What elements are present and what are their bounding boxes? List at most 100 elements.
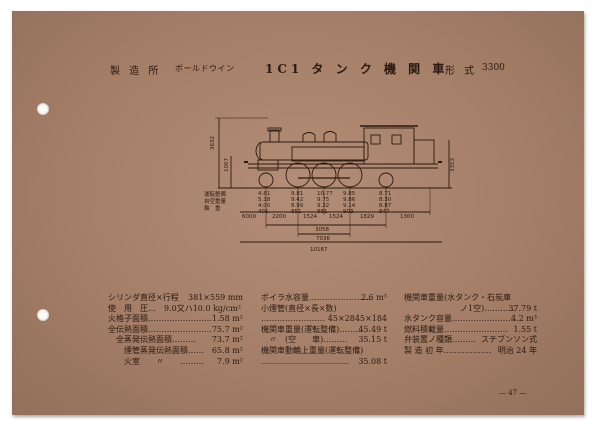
- spec-label: 水タンク容量……………………: [404, 314, 516, 324]
- dim-text: 1300: [400, 214, 414, 220]
- spec-row: シリンダ直径×行程 381×559 mm: [108, 293, 243, 304]
- spec-row: 製 造 初 年……………… 明治 24 年: [404, 346, 537, 357]
- spec-value: 65.8 m²: [211, 345, 243, 355]
- spec-row: 全伝熱面積……………………75.7 m²: [108, 325, 243, 336]
- spec-row: 小煙管(直径×長×数): [261, 304, 387, 315]
- locomotive-drawing: 3632 1067 3353 運転整備 自空重量 軸 重 4.81 5.18 4…: [204, 117, 456, 253]
- driving-wheel-3: [337, 162, 363, 188]
- spec-row: ノ1空)…………37.79 t: [404, 304, 537, 315]
- spec-label: ……………………: [261, 314, 325, 324]
- spec-label: 煙管蒸発伝熱面積……: [108, 345, 204, 355]
- wheel-label: 10.77: [317, 191, 333, 197]
- spec-label: 燃料積載量……………………: [404, 324, 508, 334]
- spec-label: 全伝熱面積……………………: [108, 324, 212, 334]
- spec-row: 火室 〃 ………7.9 m²: [108, 357, 243, 368]
- spec-value: 1.58 m²: [211, 314, 243, 324]
- spec-row: 煙管蒸発伝熱面積…… 65.8 m²: [108, 346, 243, 357]
- spec-label: 機関車重量(運転整備)………: [261, 324, 364, 334]
- height-total-text: 3632: [210, 136, 216, 150]
- spec-value: 381×559 mm: [188, 293, 243, 302]
- dim-text: 1524: [329, 214, 343, 220]
- spec-value: 75.7 m²: [211, 324, 243, 334]
- spec-label: 火格子面積……………………: [108, 314, 212, 324]
- spec-row: 水タンク容量……………………4.2 m³: [404, 314, 537, 325]
- trailing-wheel: [378, 172, 394, 188]
- wheel-label: 851: [291, 209, 302, 215]
- height-rail-text: 1067: [224, 158, 230, 172]
- wheel-label: 401: [258, 209, 269, 215]
- wheel-label: 847: [379, 209, 390, 215]
- coal-bunker: [413, 139, 435, 165]
- spec-row: ボイラ水容量……………………2.6 m³: [261, 293, 387, 304]
- wheel-label: 9.14: [343, 203, 356, 209]
- wheel-label: 881: [317, 209, 328, 215]
- maker-label: 製 造 所: [110, 66, 162, 77]
- spec-value: 35.08 t: [358, 356, 387, 366]
- spec-row: 全蒸発伝熱面積……… 73.7 m²: [108, 335, 243, 346]
- spec-row: 使 用 圧… 9.0又ハ10.0 kg/cm²: [108, 304, 243, 315]
- chimney: [269, 129, 280, 143]
- wheel-label: 9.75: [317, 197, 330, 203]
- spec-row: 機関車重量(水タンク・石炭庫: [404, 293, 537, 304]
- dim-wheelbase-text: 7036: [316, 236, 330, 242]
- left-note-1: 運転整備: [204, 190, 227, 198]
- spec-value: 45×2845×184: [327, 314, 387, 324]
- form-label: 形 式: [445, 66, 478, 77]
- spec-value: 37.79 t: [508, 303, 537, 313]
- spec-value: 4.2 m³: [510, 314, 537, 324]
- dim-text: 2200: [272, 214, 286, 220]
- dim-text: 1829: [360, 214, 374, 220]
- cylinder: [257, 159, 279, 171]
- form-value: 3300: [482, 63, 505, 73]
- spec-value: 73.7 m²: [211, 335, 243, 345]
- punch-hole-top: [37, 103, 49, 115]
- wheel-label: 8.99: [291, 203, 304, 209]
- spec-value: 2.6 m³: [360, 293, 387, 302]
- side-tank: [291, 146, 365, 162]
- wheel-label: 5.18: [258, 197, 271, 203]
- spec-row: 機関車動輪上重量(運転整備): [261, 346, 387, 357]
- wheel-label: 4.81: [258, 191, 270, 197]
- driving-wheel-1: [285, 162, 311, 188]
- wheel-label: 9.42: [291, 197, 303, 203]
- wheel-label: 9.85: [343, 191, 356, 197]
- spec-value: 45.49 t: [358, 324, 387, 334]
- spec-label: 〃 (空 車)………: [261, 335, 348, 345]
- page-title: 1C1 タ ン ク 機 関 車: [265, 62, 449, 76]
- smokebox: [255, 141, 261, 161]
- spec-row: 機関車重量(運転整備)………45.49 t: [261, 325, 387, 336]
- spec-value: 7.9 m²: [216, 356, 243, 366]
- page-number: — 47 —: [499, 389, 527, 397]
- spec-label: 機関車動輪上重量(運転整備): [261, 345, 364, 355]
- boiler: [259, 141, 369, 161]
- spec-row: ……………………45×2845×184: [261, 314, 387, 325]
- builder-name: ボールドウイン: [175, 64, 235, 73]
- wheel-label: 4.00: [258, 203, 271, 209]
- dim-coupled-text: 3058: [315, 227, 329, 233]
- left-note-2: 自空重量: [204, 197, 227, 205]
- spec-label: ボイラ水容量……………………: [261, 293, 373, 302]
- spec-value: 明治 24 年: [497, 345, 537, 355]
- spec-label: 小煙管(直径×長×数): [261, 303, 337, 313]
- spec-label: 製 造 初 年………………: [404, 345, 492, 355]
- leading-wheel: [258, 172, 274, 188]
- spec-label: 機関車重量(水タンク・石炭庫: [404, 293, 511, 302]
- dim-total-length-text: 10187: [310, 247, 328, 253]
- punch-hole-bottom: [37, 309, 49, 321]
- wheel-label: 9.86: [343, 197, 356, 203]
- spec-label: ……………………………: [261, 356, 349, 366]
- spec-column-3: 機関車重量(水タンク・石炭庫 ノ1空)…………37.79 t 水タンク容量…………: [404, 293, 537, 357]
- spec-row: 火格子面積……………………1.58 m²: [108, 314, 243, 325]
- wheel-label: 8.30: [379, 197, 392, 203]
- left-note-3: 軸 重: [204, 204, 221, 212]
- spec-label: 全蒸発伝熱面積………: [108, 335, 196, 345]
- spec-label: シリンダ直径×行程: [108, 293, 179, 302]
- spec-row: 弁装置ノ種類………スチブンソン式: [404, 335, 537, 346]
- spec-value: スチブンソン式: [481, 335, 537, 345]
- steam-dome: [302, 132, 316, 142]
- dim-text: 6000: [242, 214, 256, 220]
- dim-text: 1524: [303, 214, 317, 220]
- wheel-label: 9.81: [291, 191, 303, 197]
- driving-wheel-2: [311, 162, 337, 188]
- spec-column-2: ボイラ水容量……………………2.6 m³ 小煙管(直径×長×数) ……………………: [261, 293, 387, 367]
